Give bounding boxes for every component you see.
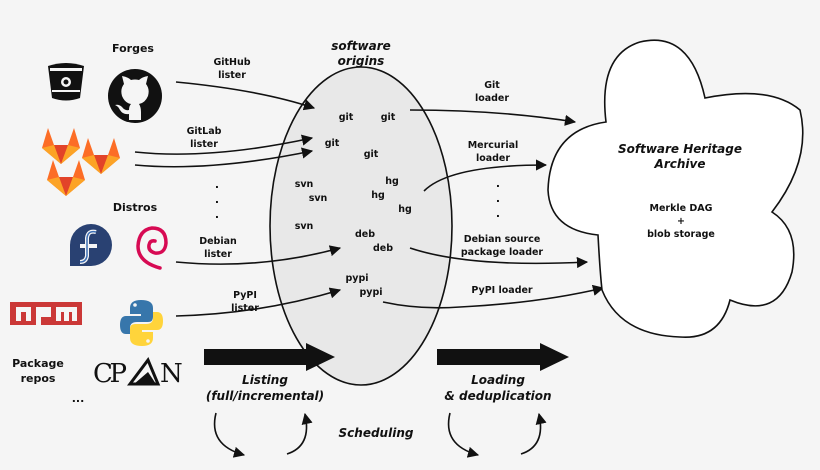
debian-lister-arrow	[175, 245, 342, 265]
loader-label-debian-line2: package loader	[461, 247, 544, 258]
archive-cloud	[547, 39, 804, 338]
loader-ellipsis-dot: .	[496, 192, 500, 205]
archive-title-line1: Software Heritage	[618, 142, 742, 156]
lister-label-github-line2: lister	[218, 70, 246, 81]
origin-item: git	[339, 112, 354, 123]
loader-label-mercurial-line1: Mercurial	[468, 140, 519, 151]
package-repos-title-line1: Package	[12, 357, 64, 370]
origin-item: deb	[355, 229, 375, 240]
distros-title: Distros	[113, 201, 158, 214]
loading-label-line1: Loading	[471, 373, 525, 387]
lister-label-pypi-line1: PyPI	[233, 290, 257, 301]
cpan-logo-icon: C P N	[93, 357, 183, 389]
loader-ellipsis-dot: .	[496, 177, 500, 190]
scheduling-label: Scheduling	[339, 426, 414, 440]
origin-item: git	[381, 112, 396, 123]
gitlab-lister-arrow	[134, 134, 314, 155]
lister-ellipsis-dot: .	[215, 193, 219, 206]
scheduling-cycle-arrow	[213, 412, 246, 458]
package-repos-more: ...	[72, 392, 85, 405]
loader-ellipsis-dot: .	[496, 207, 500, 220]
origin-item: pypi	[345, 273, 368, 284]
origin-item: svn	[295, 221, 314, 232]
origins-title-line1: software	[331, 39, 391, 53]
loading-label-line2: & deduplication	[444, 389, 551, 403]
svg-text:C P: C P	[93, 359, 127, 389]
origin-item: hg	[371, 190, 385, 201]
archive-body-line1: Merkle DAG	[650, 203, 713, 214]
package-repos-title-line2: repos	[21, 372, 56, 385]
lister-label-gitlab-line1: GitLab	[187, 126, 222, 137]
loading-phase-arrow	[437, 343, 569, 371]
scheduling-cycle-arrow	[447, 412, 480, 458]
origin-item: deb	[373, 243, 393, 254]
origin-item: pypi	[359, 287, 382, 298]
gitlab-logo-icon	[47, 160, 85, 196]
gitlab-logo-icon	[42, 128, 80, 164]
archive-body-line2: +	[677, 216, 685, 227]
mercurial-loader-arrow	[423, 159, 548, 192]
lister-label-gitlab-line2: lister	[190, 139, 218, 150]
lister-ellipsis-dot: .	[215, 208, 219, 221]
fedora-logo-icon	[70, 224, 112, 266]
svg-text:N: N	[160, 359, 183, 389]
listing-label-line2: (full/incremental)	[206, 389, 324, 403]
origin-item: git	[364, 149, 379, 160]
forges-title: Forges	[112, 42, 154, 55]
loader-label-git-line2: loader	[475, 93, 509, 104]
debian-loader-arrow	[409, 247, 589, 269]
npm-logo-icon	[10, 302, 82, 326]
lister-ellipsis-dot: .	[215, 178, 219, 191]
gitlab-lister-arrow	[134, 147, 314, 168]
pypi-loader-arrow	[382, 284, 605, 309]
github-lister-arrow	[175, 81, 316, 111]
github-logo-icon	[108, 69, 162, 123]
origin-item: git	[325, 138, 340, 149]
loader-label-mercurial-line2: loader	[476, 153, 510, 164]
loader-label-git-line1: Git	[484, 80, 500, 91]
origin-item: hg	[398, 204, 412, 215]
scheduling-cycle-arrow	[520, 412, 547, 455]
origin-item: svn	[309, 193, 328, 204]
archive-body-line3: blob storage	[647, 229, 715, 240]
python-logo-icon	[120, 300, 163, 346]
lister-label-debian-line2: lister	[204, 249, 232, 260]
bitbucket-logo-icon	[48, 63, 84, 101]
origin-item: svn	[295, 179, 314, 190]
loader-label-pypi: PyPI loader	[471, 285, 533, 296]
lister-label-pypi-line2: lister	[231, 303, 259, 314]
origins-title-line2: origins	[338, 54, 385, 68]
loader-label-debian-line1: Debian source	[464, 234, 541, 245]
lister-label-github-line1: GitHub	[213, 57, 250, 68]
pypi-lister-arrow	[175, 287, 342, 317]
archive-title-line2: Archive	[654, 157, 706, 171]
git-loader-arrow	[409, 109, 577, 126]
origin-item: hg	[385, 176, 399, 187]
debian-logo-icon	[136, 226, 168, 270]
listing-phase-arrow	[204, 343, 335, 371]
lister-label-debian-line1: Debian	[199, 236, 237, 247]
scheduling-cycle-arrow	[286, 412, 313, 455]
gitlab-logo-icon	[82, 138, 120, 174]
listing-label-line1: Listing	[242, 373, 288, 387]
